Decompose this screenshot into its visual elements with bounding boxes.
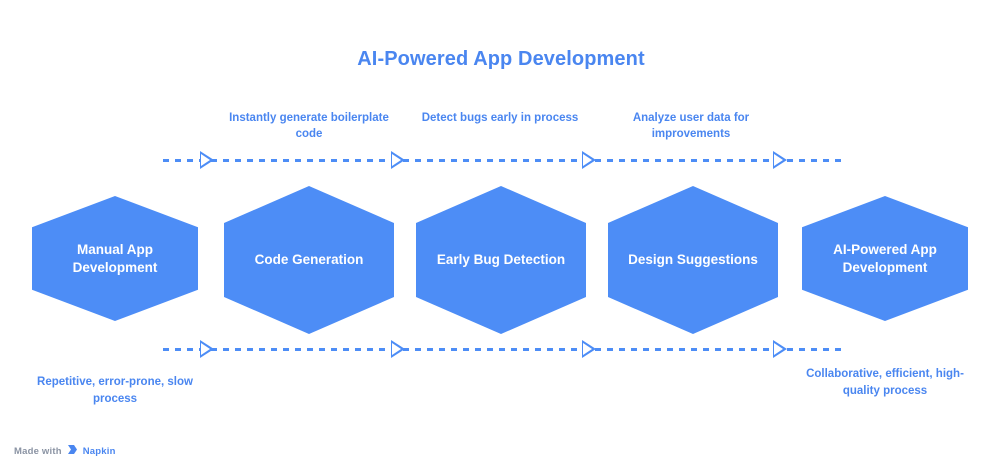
connector-line-bottom <box>163 348 841 351</box>
arrow-right-icon-top-2 <box>391 151 405 169</box>
stage-label: Manual App Development <box>72 241 158 275</box>
connector-line-top <box>163 159 841 162</box>
napkin-logo-icon <box>67 444 78 458</box>
arrow-right-icon-bottom-1 <box>200 340 214 358</box>
arrow-right-icon-bottom-2 <box>391 340 405 358</box>
arrow-right-icon-top-4 <box>773 151 787 169</box>
endpoint-caption-end: Collaborative, efficient, high-quality p… <box>806 368 964 398</box>
watermark[interactable]: Made with Napkin <box>14 444 116 458</box>
arrow-right-icon-top-3 <box>582 151 596 169</box>
connector-caption-3: Analyze user data for improvements <box>632 112 750 141</box>
arrow-right-icon-bottom-3 <box>582 340 596 358</box>
stage-node-manual-app-development[interactable]: Manual App Development <box>32 196 198 321</box>
connector-caption-2: Detect bugs early in process <box>421 112 579 124</box>
stage-label: Design Suggestions <box>628 252 758 268</box>
arrow-right-icon-bottom-4 <box>773 340 787 358</box>
stage-node-code-generation[interactable]: Code Generation <box>224 186 394 334</box>
arrow-right-icon-top-1 <box>200 151 214 169</box>
page-title: AI-Powered App Development <box>357 48 645 70</box>
stage-label: AI-Powered App Development <box>833 241 937 275</box>
watermark-brand: Napkin <box>82 445 116 457</box>
endpoint-caption-start: Repetitive, error-prone, slow process <box>37 376 193 406</box>
stage-node-ai-powered-app-development[interactable]: AI-Powered App Development <box>802 196 968 321</box>
connector-caption-1: Instantly generate boilerplate code <box>229 112 389 141</box>
watermark-prefix: Made with <box>14 445 62 457</box>
stage-label: Early Bug Detection <box>436 252 566 268</box>
stage-label: Code Generation <box>254 252 364 268</box>
stage-node-design-suggestions[interactable]: Design Suggestions <box>608 186 778 334</box>
stage-node-early-bug-detection[interactable]: Early Bug Detection <box>416 186 586 334</box>
